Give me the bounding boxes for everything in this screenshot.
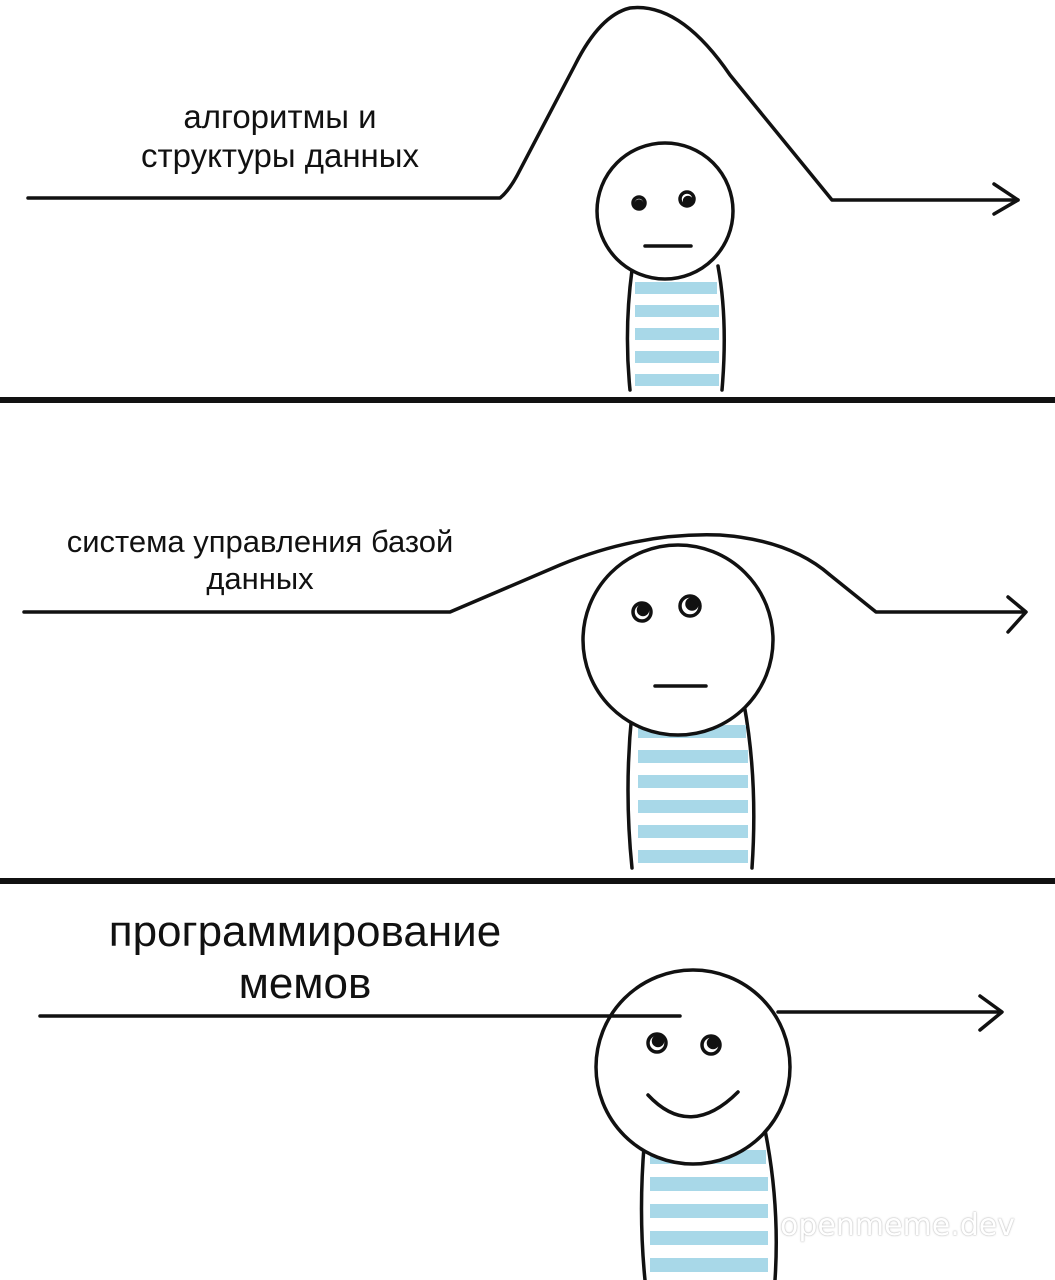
panel-2-caption-line-1: система управления базой [66, 524, 454, 559]
watermark-text: openmeme.dev [780, 1208, 1016, 1243]
panel-2-figure [581, 543, 775, 870]
panel-1-caption-line-2: структуры данных [140, 136, 420, 174]
panel-3-arrowhead [978, 994, 1004, 1032]
panel-3-caption-line-2: мемов [238, 958, 372, 1008]
panel-1-caption: алгоритмы и структуры данных [60, 98, 500, 176]
panel-2-curve [22, 533, 1027, 614]
panel-2-caption-line-2: данных [206, 560, 314, 596]
panel-1-caption-line-1: алгоритмы и [183, 98, 377, 135]
panel-3-caption-line-1: программирование [108, 907, 502, 956]
panel-1-arrowhead [992, 182, 1020, 216]
panel-2-caption: система управления базой данных [10, 524, 510, 597]
panel-1-curve [26, 5, 1020, 202]
panel-3-caption: программирование мемов [40, 906, 570, 1010]
panel-2-arrowhead [1006, 595, 1028, 634]
panel-1-figure [595, 141, 735, 392]
panel-3-figure [594, 968, 792, 1280]
